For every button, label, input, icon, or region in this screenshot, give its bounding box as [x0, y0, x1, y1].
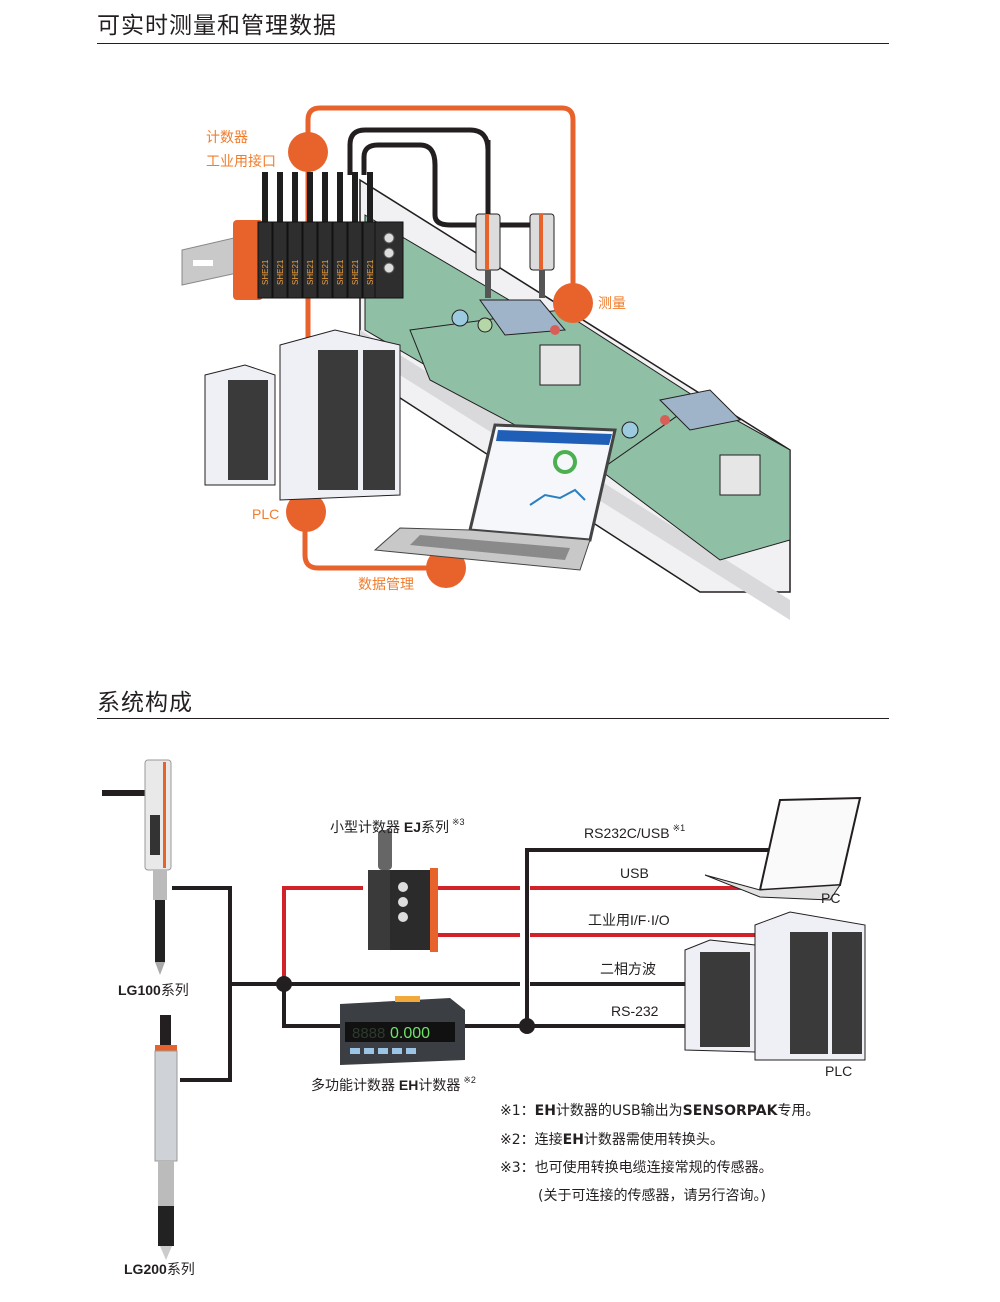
title-underline: [97, 43, 889, 44]
counter-cable: [367, 172, 373, 222]
conn-label-industrial-io: 工业用I/F·I/O: [588, 912, 670, 928]
plc-servers: [204, 329, 401, 501]
counter-module: [287, 221, 303, 299]
counter-cable: [307, 172, 313, 222]
plc-node: [286, 492, 326, 532]
pc-laptop: [704, 796, 862, 901]
label-data-management: 数据管理: [358, 576, 414, 592]
ej-counter-label: 小型计数器 EJ系列※3: [330, 817, 465, 835]
wiring: [172, 848, 770, 1082]
counter-module: [347, 221, 363, 299]
ej-counter-device: [368, 830, 438, 952]
counter-module: [332, 221, 348, 299]
counter-module-display: SHE21: [291, 259, 300, 285]
counter-cable: [292, 172, 298, 222]
counter-cable: [322, 172, 328, 222]
label-industrial-interface: 工业用接口: [206, 153, 276, 169]
section-title-system: 系统构成: [97, 690, 193, 716]
circuit-boards: [364, 214, 791, 561]
counter-cable: [337, 172, 343, 222]
eh-display-dim: 8888: [352, 1025, 385, 1042]
footnote-1: ※1：EH计数器的USB输出为SENSORPAK专用。: [500, 1103, 820, 1119]
counter-module-display: SHE21: [321, 259, 330, 285]
counter-cable: [262, 172, 268, 222]
counter-module-display: SHE21: [276, 259, 285, 285]
footnote-2: ※2：连接EH计数器需使用转换头。: [500, 1132, 724, 1148]
plc-label: PLC: [825, 1063, 853, 1079]
system-diagram: 8888 0.000: [102, 759, 866, 1260]
eh-display-value: 0.000: [390, 1025, 430, 1042]
counter-cable: [352, 172, 358, 222]
counter-module-display: SHE21: [261, 259, 270, 285]
wire-eh-in: [282, 984, 340, 1028]
lg200-gauge: [154, 1015, 178, 1260]
plc-servers: [684, 911, 866, 1061]
conn-label-rs232: RS-232: [611, 1003, 659, 1019]
eh-counter-device: 8888 0.000: [340, 996, 465, 1065]
footnote-3: ※3：也可使用转换电缆连接常规的传感器。: [500, 1160, 773, 1176]
counter-node: [288, 132, 328, 172]
measurement-node: [553, 283, 593, 323]
counter-module: [257, 221, 273, 299]
lg100-label: LG100系列: [118, 982, 189, 998]
pc-label: PC: [821, 890, 841, 906]
lg-gauge-pair: [475, 213, 555, 298]
conn-label-two-phase: 二相方波: [600, 961, 656, 977]
counter-module: [317, 221, 333, 299]
section-title-realtime: 可实时测量和管理数据: [97, 13, 337, 39]
ej-counter-array: SHE21 SHE21 SHE21 SHE21 SHE21 SHE21 SHE21 SHE21: [233, 172, 404, 300]
conn-label-rs232c-usb: RS232C/USB※1: [584, 823, 686, 841]
counter-module: [302, 221, 318, 299]
lg100-gauge: [102, 759, 172, 975]
counter-module-display: SHE21: [351, 259, 360, 285]
wire-rs232c-usb: [525, 848, 770, 1026]
junction-dot: [276, 976, 292, 992]
label-plc: PLC: [252, 506, 279, 522]
footnote-3-continued: (关于可连接的传感器，请另行咨询。): [538, 1188, 766, 1204]
laptop-dashboard: [373, 423, 617, 571]
counter-module-display: SHE21: [306, 259, 315, 285]
counter-cable: [277, 172, 283, 222]
eh-counter-label: 多功能计数器 EH计数器※2: [311, 1075, 476, 1093]
title-underline: [97, 718, 889, 719]
label-measurement: 测量: [598, 295, 626, 311]
counter-module: [272, 221, 288, 299]
counter-module-display: SHE21: [366, 259, 375, 285]
counter-module-display: SHE21: [336, 259, 345, 285]
junction-dot: [519, 1018, 535, 1034]
label-counter: 计数器: [206, 129, 248, 145]
conn-label-usb: USB: [620, 865, 649, 881]
wire-ej-in: [282, 886, 363, 984]
lg200-label: LG200系列: [124, 1261, 195, 1277]
